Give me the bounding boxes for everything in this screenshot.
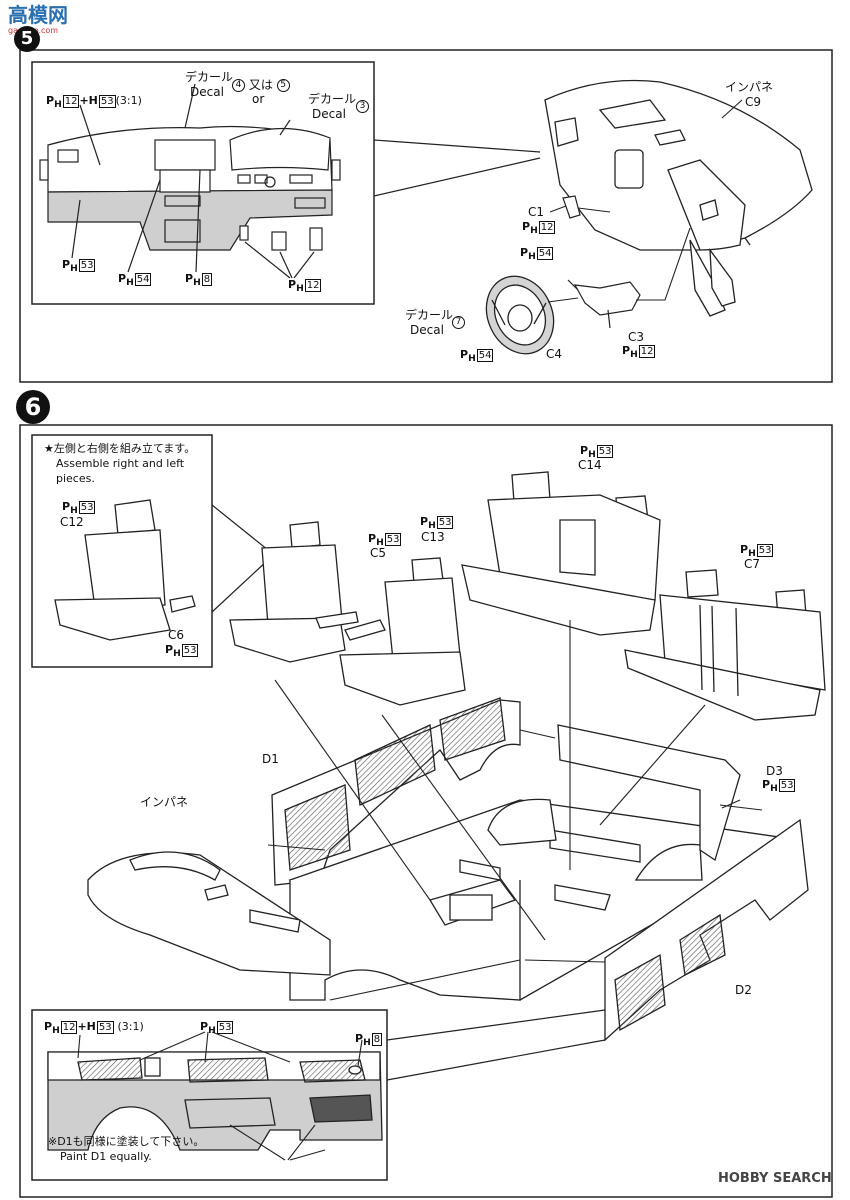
side-panel-d2-drawing bbox=[604, 818, 809, 1042]
inset-dashboard-drawing bbox=[39, 83, 341, 279]
c12-label: C12 bbox=[60, 515, 84, 529]
d2-label: D2 bbox=[735, 983, 752, 997]
steering-wheel-c4-drawing bbox=[485, 275, 555, 355]
step5-number: 5 bbox=[14, 26, 40, 52]
paint-d1-note-jp: ※D1も同様に塗装して下さい。 bbox=[48, 1135, 205, 1148]
step6-frame bbox=[19, 424, 833, 1198]
bench-seat-c7-drawing bbox=[624, 569, 826, 721]
c7-label: C7 bbox=[744, 557, 761, 571]
paint-d1-note-en: Paint D1 equally. bbox=[60, 1150, 152, 1163]
seat-main-drawing bbox=[229, 521, 359, 663]
c4-label: C4 bbox=[546, 347, 563, 361]
decal-7-en: Decal bbox=[410, 323, 444, 337]
bench-seat-c14-drawing bbox=[461, 471, 661, 636]
c13-label: C13 bbox=[421, 530, 445, 544]
step5-frame bbox=[19, 49, 833, 383]
c5-label: C5 bbox=[370, 546, 387, 560]
seat-c13-drawing bbox=[339, 557, 466, 706]
decal-45-en: Decal bbox=[190, 85, 224, 99]
decal-45-choice: 4 又は 5 bbox=[232, 78, 290, 92]
c3-label: C3 bbox=[628, 330, 645, 344]
assemble-note-en-2: pieces. bbox=[56, 472, 95, 485]
c9-label: C9 bbox=[745, 95, 762, 109]
step6-bottom-inset-frame bbox=[31, 1009, 388, 1181]
rear-panel-d3-drawing bbox=[557, 724, 741, 862]
side-panel-d1-drawing bbox=[271, 697, 521, 886]
assemble-note-en-1: Assemble right and left bbox=[56, 457, 185, 470]
c6-label: C6 bbox=[168, 628, 185, 642]
decal-3-jp: デカール bbox=[308, 92, 357, 106]
inpane-step6-label: インパネ bbox=[140, 795, 189, 809]
decal-3-number: 3 bbox=[356, 99, 369, 113]
step6-inset-frame bbox=[31, 434, 213, 668]
d1-label: D1 bbox=[262, 752, 279, 766]
inpane-label-jp: インパネ bbox=[725, 80, 774, 94]
d3-label: D3 bbox=[766, 764, 783, 778]
decal-7-jp: デカール bbox=[405, 308, 454, 322]
side-panel-paint-detail bbox=[47, 1051, 383, 1151]
decal-45-or-en: or bbox=[252, 92, 265, 106]
hobby-search-watermark: HOBBY SEARCH bbox=[718, 1171, 832, 1186]
decal-45-jp: デカール bbox=[185, 70, 234, 84]
decal-7-number: 7 bbox=[452, 315, 465, 329]
steering-column-c3-drawing bbox=[567, 279, 641, 329]
decal-3-en: Decal bbox=[312, 107, 346, 121]
seat-c12-drawing bbox=[54, 499, 196, 641]
step5-inset-frame bbox=[31, 61, 375, 305]
assemble-note-jp: ★左側と右側を組み立てます。 bbox=[44, 442, 196, 455]
c14-label: C14 bbox=[578, 458, 602, 472]
dashboard-c9-drawing bbox=[544, 79, 813, 317]
watermark-logo-text: 高模网 bbox=[8, 3, 68, 27]
c1-label: C1 bbox=[528, 205, 545, 219]
step6-number: 6 bbox=[16, 390, 50, 424]
dashboard-inpane-drawing bbox=[87, 851, 331, 976]
